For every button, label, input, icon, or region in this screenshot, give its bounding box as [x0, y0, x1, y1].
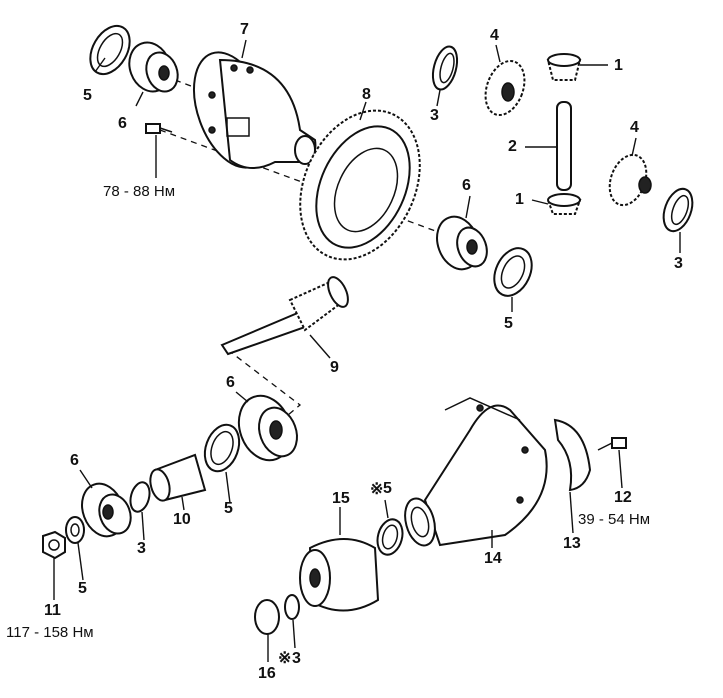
bearing-6-middle	[436, 215, 488, 271]
companion-flange-15	[299, 538, 380, 612]
lead-3c	[141, 511, 145, 541]
callout-11: 11	[44, 602, 61, 619]
oring-3-left	[129, 481, 151, 513]
pinion-gear-1-bottom	[546, 193, 582, 215]
callout-4-top: 4	[490, 27, 499, 44]
lead-6c	[235, 391, 249, 403]
torque-bolt-12: 39 - 54 Нм	[578, 511, 651, 528]
drive-pinion-9	[220, 276, 349, 356]
side-gear-4-top	[484, 59, 526, 117]
spacer-sleeve-10	[149, 453, 207, 502]
lead-7	[241, 39, 247, 59]
ring-gear-8	[299, 109, 421, 261]
callout-3-bottom: 3	[292, 650, 301, 667]
washer-16	[254, 599, 280, 635]
bearing-6-lower	[237, 394, 298, 462]
shim-ring-5-middle	[493, 247, 533, 297]
side-gear-4-right	[608, 153, 652, 207]
lead-3a	[436, 89, 441, 107]
callout-14: 14	[484, 550, 502, 567]
callout-3-top: 3	[430, 107, 439, 124]
callout-5-bottom-left: 5	[78, 580, 87, 597]
bolt-7	[145, 123, 173, 134]
thrust-washer-3-top	[431, 45, 459, 91]
pinion-shaft-2	[556, 101, 572, 191]
shim-ring-5-top-left	[89, 24, 131, 76]
callout-4-right: 4	[630, 119, 639, 136]
pinion-gear-1-top	[546, 53, 582, 81]
asterisk-mark-3: ※	[278, 650, 292, 667]
callout-9: 9	[330, 359, 339, 376]
lead-1b	[531, 199, 549, 205]
callout-6-lower: 6	[226, 374, 235, 391]
callout-12: 12	[614, 489, 632, 506]
torque-nut-11: 117 - 158 Нм	[6, 624, 94, 641]
callout-5-middle: 5	[504, 315, 513, 332]
callout-5-top-left: 5	[83, 87, 92, 104]
lead-4a	[495, 44, 501, 63]
callout-1-top: 1	[614, 57, 623, 74]
lead-12	[618, 449, 623, 489]
bearing-cap-13	[553, 418, 592, 492]
callout-15: 15	[332, 490, 350, 507]
callout-16: 16	[258, 665, 276, 682]
callout-2: 2	[508, 138, 517, 155]
lead-10	[181, 496, 185, 511]
callout-13: 13	[563, 535, 581, 552]
bearing-6-top	[128, 41, 179, 93]
nut-11	[42, 530, 66, 560]
asterisk-mark-5: ※	[370, 481, 384, 498]
axis-line-pinion	[227, 349, 302, 416]
lead-5e	[384, 499, 389, 519]
thrust-washer-3-right	[662, 187, 694, 233]
lead-6d	[79, 469, 93, 489]
housing-14	[404, 397, 548, 547]
lead-13	[569, 491, 574, 534]
callout-3-left: 3	[137, 540, 146, 557]
torque-bolt-7: 78 - 88 Нм	[103, 183, 176, 200]
callout-5-lower: 5	[224, 500, 233, 517]
bearing-6-bottom-left	[81, 482, 132, 538]
lead-3d	[292, 619, 296, 649]
callout-5-housing: 5	[383, 480, 392, 497]
shim-ring-5-housing	[376, 518, 404, 556]
oring-3-bottom	[284, 594, 300, 620]
callout-10: 10	[173, 511, 191, 528]
callout-3-right: 3	[674, 255, 683, 272]
callout-8: 8	[362, 86, 371, 103]
shim-ring-5-lower	[203, 423, 241, 473]
lead-4b	[631, 137, 637, 157]
bolt-12	[597, 437, 627, 451]
callout-6-bottom-left: 6	[70, 452, 79, 469]
callout-1-bottom: 1	[515, 191, 524, 208]
washer-5-bottom-left	[65, 516, 85, 544]
differential-case-7	[193, 51, 317, 169]
lead-6a	[135, 91, 144, 107]
lead-8	[359, 101, 367, 121]
callout-7: 7	[240, 21, 249, 38]
callout-6-top: 6	[118, 115, 127, 132]
lead-5a	[94, 57, 106, 73]
lead-5d	[77, 542, 84, 581]
callout-6-middle: 6	[462, 177, 471, 194]
lead-5c	[225, 471, 231, 504]
lead-9	[309, 334, 331, 359]
lead-6b	[465, 195, 471, 219]
